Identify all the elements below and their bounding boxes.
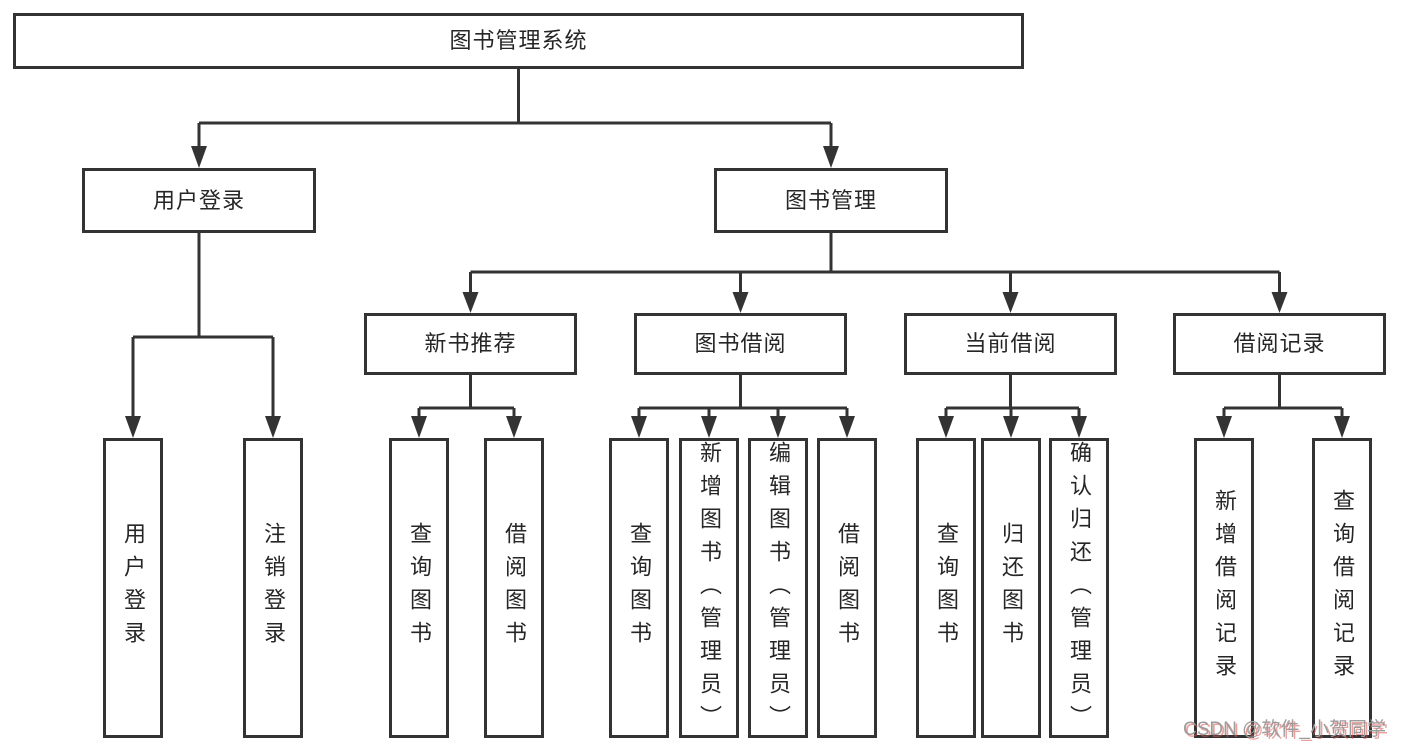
arrow-down-icon	[823, 146, 839, 168]
arrow-down-icon	[732, 292, 749, 313]
leaf-cb-return-books: 归还图书	[981, 438, 1041, 738]
arrow-down-icon	[1002, 292, 1019, 313]
leaf-bb-query-books: 查询图书	[609, 438, 669, 738]
leaf-logout: 注销登录	[243, 438, 303, 738]
arrow-down-icon	[265, 416, 281, 438]
edge-user-login-to-leaves	[131, 233, 275, 418]
leaf-nb-borrow-books: 借阅图书	[484, 438, 544, 738]
arrow-down-icon	[770, 416, 786, 438]
arrow-down-icon	[462, 292, 479, 313]
leaf-cb-query-books: 查询图书	[916, 438, 976, 738]
node-borrow-records: 借阅记录	[1173, 313, 1386, 375]
arrow-down-icon	[1271, 292, 1288, 313]
watermark: CSDN @软件_小贺同学	[1183, 719, 1386, 740]
node-book-management: 图书管理	[714, 168, 948, 233]
leaf-user-login: 用户登录	[103, 438, 163, 738]
arrow-down-icon	[839, 416, 855, 438]
edge-book-borrow-to-leaves	[637, 375, 849, 418]
edge-new-book-recommend-to-leaves	[417, 375, 516, 418]
arrow-down-icon	[938, 416, 954, 438]
arrow-down-icon	[191, 146, 207, 168]
node-root: 图书管理系统	[13, 13, 1024, 69]
arrow-down-icon	[506, 416, 522, 438]
leaf-bb-edit-books-admin: 编辑图书（管理员）	[748, 438, 808, 738]
arrow-down-icon	[1334, 416, 1350, 438]
node-new-book-recommend: 新书推荐	[364, 313, 577, 375]
leaf-nb-query-books: 查询图书	[389, 438, 449, 738]
arrow-down-icon	[631, 416, 647, 438]
leaf-bb-add-books-admin: 新增图书（管理员）	[679, 438, 739, 738]
arrow-down-icon	[1003, 416, 1019, 438]
arrow-down-icon	[411, 416, 427, 438]
arrow-down-icon	[125, 416, 141, 438]
node-current-borrow: 当前借阅	[904, 313, 1117, 375]
node-book-borrow: 图书借阅	[634, 313, 847, 375]
leaf-cb-confirm-return-admin: 确认归还（管理员）	[1049, 438, 1109, 738]
edge-borrow-records-to-leaves	[1222, 375, 1344, 418]
edge-book-management-to-level2	[469, 233, 1281, 294]
node-user-login: 用户登录	[82, 168, 316, 233]
leaf-bb-borrow-books: 借阅图书	[817, 438, 877, 738]
edge-root-to-level1	[197, 69, 833, 150]
arrow-down-icon	[701, 416, 717, 438]
leaf-br-query-record: 查询借阅记录	[1312, 438, 1372, 738]
arrow-down-icon	[1216, 416, 1232, 438]
arrow-down-icon	[1071, 416, 1087, 438]
leaf-br-add-record: 新增借阅记录	[1194, 438, 1254, 738]
edge-current-borrow-to-leaves	[944, 375, 1081, 418]
